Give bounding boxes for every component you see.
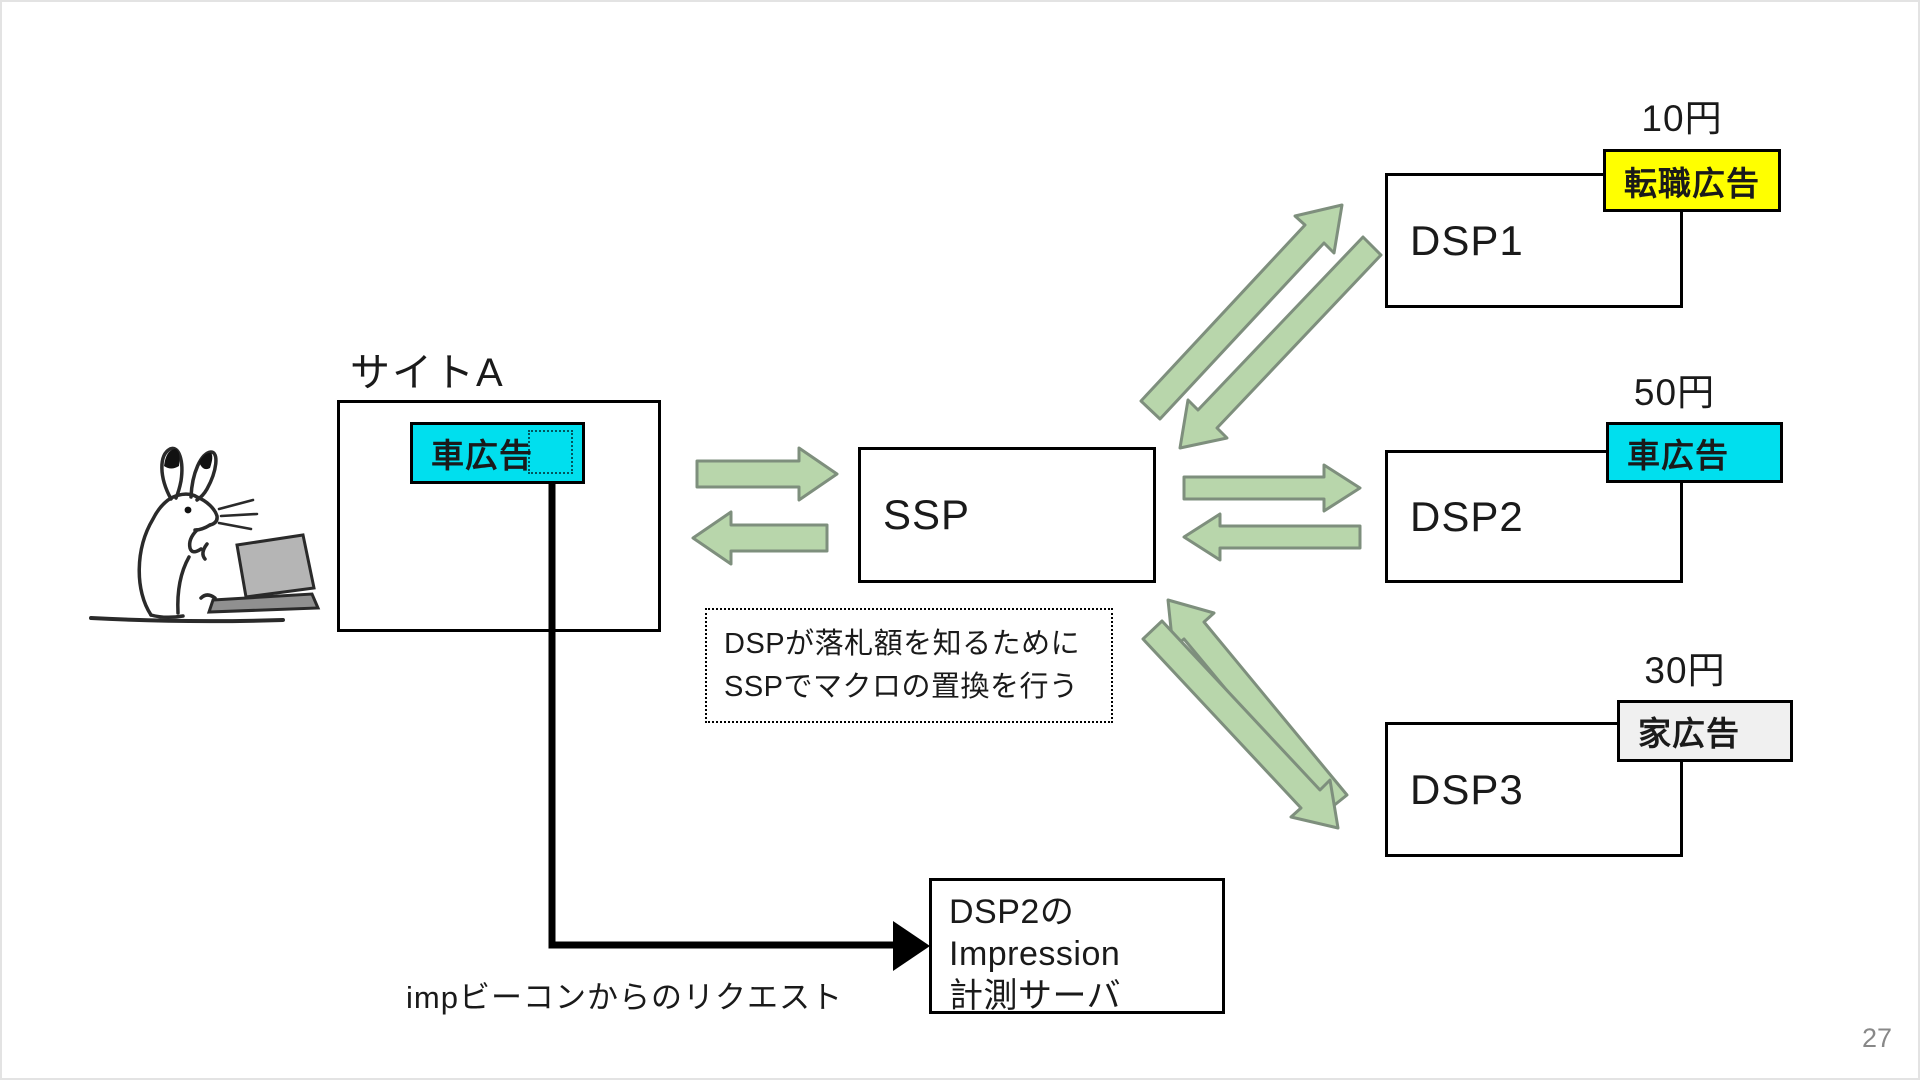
impression-server-box: DSP2の Impression 計測サーバ: [929, 878, 1225, 1015]
dsp2-price: 50円: [1633, 372, 1716, 413]
dsp2-ad-banner[interactable]: 車広告: [1606, 422, 1783, 483]
server-line-1: DSP2の: [949, 893, 1075, 931]
dsp1-label: DSP1: [1410, 216, 1524, 264]
imp-beacon-slot: [528, 430, 573, 474]
note-line-1: DSPが落札額を知るために: [724, 628, 1081, 660]
dsp3-label: DSP3: [1410, 765, 1524, 813]
arrow-dsp3-to-ssp: [1166, 598, 1349, 813]
server-line-2: Impression: [949, 935, 1121, 973]
arrow-ssp-to-dsp1: [1139, 203, 1344, 421]
dsp1-ad-banner[interactable]: 転職広告: [1603, 149, 1781, 212]
server-line-3: 計測サーバ: [949, 977, 1122, 1015]
beacon-connector-line: [548, 474, 895, 949]
ssp-box: SSP: [858, 447, 1156, 583]
ssp-label: SSP: [883, 491, 971, 538]
macro-replacement-note: DSPが落札額を知るために SSPでマクロの置換を行う: [705, 608, 1113, 723]
dsp3-ad-banner[interactable]: 家広告: [1617, 700, 1793, 762]
arrow-dsp2-to-ssp: [1182, 512, 1362, 562]
arrow-ssp-to-site: [691, 510, 829, 566]
page-number: 27: [1861, 1023, 1892, 1053]
arrow-site-to-ssp: [695, 446, 839, 502]
rabbit-laptop-illustration: [89, 446, 321, 624]
dsp1-price: 10円: [1641, 98, 1723, 139]
dsp2-label: DSP2: [1410, 492, 1524, 540]
site-a-label: サイトA: [350, 351, 505, 395]
arrow-dsp1-to-ssp: [1178, 235, 1383, 450]
arrow-ssp-to-dsp2: [1182, 463, 1362, 513]
dsp1-box: DSP1: [1385, 173, 1683, 308]
note-line-2: SSPでマクロの置換を行う: [724, 671, 1079, 703]
beacon-request-label: impビーコンからのリクエスト: [406, 980, 843, 1015]
arrow-ssp-to-dsp3: [1141, 619, 1340, 830]
dsp3-price: 30円: [1644, 650, 1726, 691]
beacon-connector-arrowhead: [893, 921, 930, 971]
